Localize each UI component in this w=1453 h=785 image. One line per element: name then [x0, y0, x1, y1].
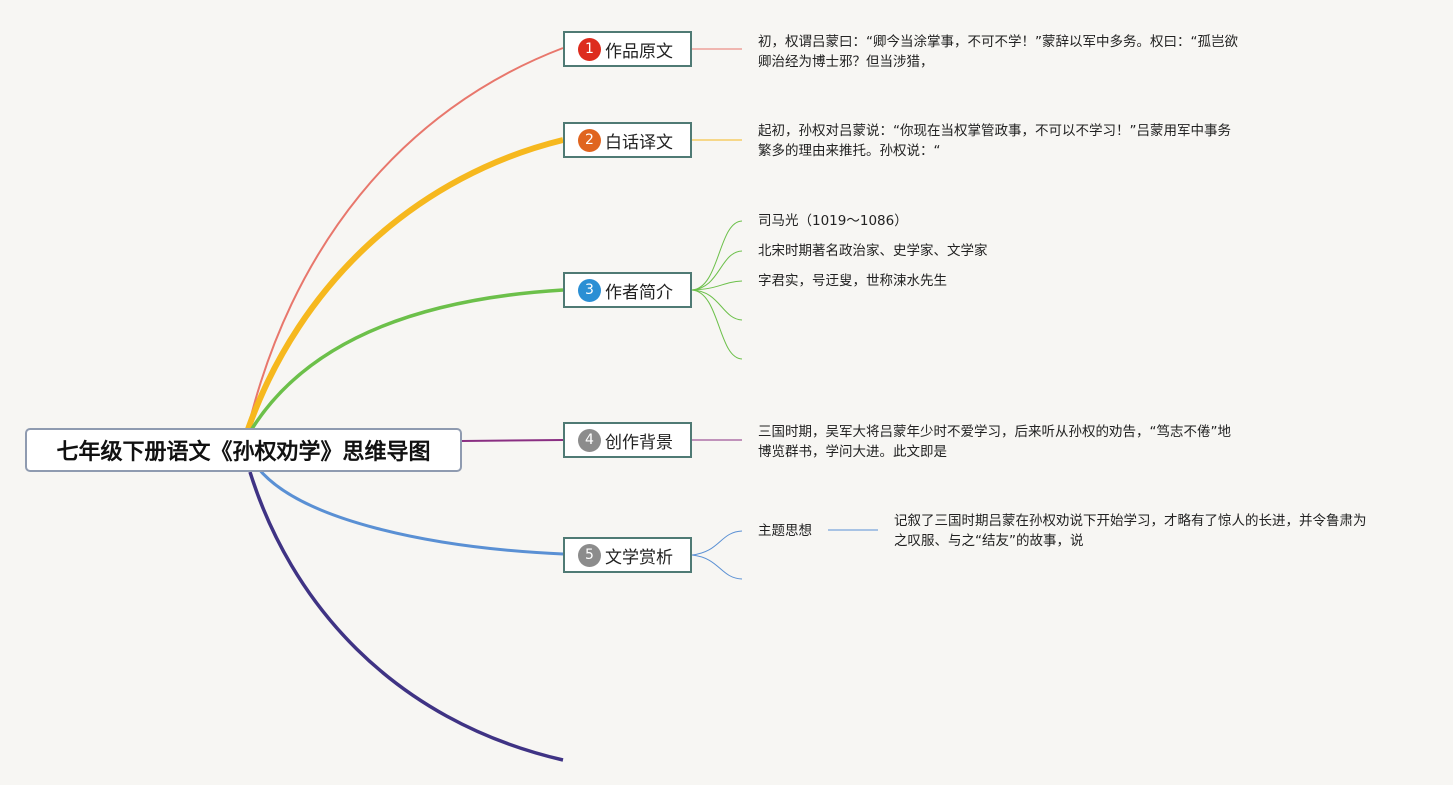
leaf-text-translation[interactable]: 起初，孙权对吕蒙说：“你现在当权掌管政事，不可以不学习！”吕蒙用军中事务 繁多的…	[758, 123, 1231, 159]
branch-topic-2[interactable]: 2 白话译文	[563, 122, 692, 158]
connector-branch-3	[248, 288, 564, 433]
branch-topic-5[interactable]: 5 文学赏析	[563, 537, 692, 573]
branch-topic-3[interactable]: 3 作者简介	[563, 272, 692, 308]
central-topic[interactable]: 七年级下册语文《孙权劝学》思维导图	[25, 428, 462, 472]
leaf-text-original[interactable]: 初，权谓吕蒙曰：“卿今当涂掌事，不可不学！”蒙辞以军中多务。权曰：“孤岂欲 卿治…	[758, 34, 1238, 70]
number-badge-5: 5	[578, 543, 601, 567]
leaf-author-title[interactable]: 北宋时期著名政治家、史学家、文学家	[758, 243, 988, 259]
leaf-connectors-3	[691, 220, 743, 360]
branch-label-5: 文学赏析	[605, 547, 673, 568]
subtopic-theme[interactable]: 主题思想	[758, 523, 812, 539]
connector-branch-6	[248, 471, 564, 762]
number-badge-3: 3	[578, 278, 601, 302]
leaf-connectors-5	[691, 529, 878, 580]
number-badge-4: 4	[578, 428, 601, 452]
leaf-author-name[interactable]: 司马光（1019～1086）	[758, 213, 908, 229]
connector-branch-2	[244, 137, 564, 433]
leaf-text-theme[interactable]: 记叙了三国时期吕蒙在孙权劝说下开始学习，才略有了惊人的长进，并令鲁肃为 之叹服、…	[894, 513, 1367, 549]
connector-branch-1	[246, 47, 564, 433]
branch-label-1: 作品原文	[605, 41, 673, 62]
leaf-text-background[interactable]: 三国时期，吴军大将吕蒙年少时不爱学习，后来听从孙权的劝告，“笃志不倦”地 博览群…	[758, 424, 1231, 460]
branch-topic-4[interactable]: 4 创作背景	[563, 422, 692, 458]
branch-label-3: 作者简介	[605, 282, 673, 303]
branch-topic-1[interactable]: 1 作品原文	[563, 31, 692, 67]
connector-branch-5	[256, 467, 564, 556]
leaf-author-courtesy-name[interactable]: 字君实，号迂叟，世称涑水先生	[758, 273, 947, 289]
branch-label-4: 创作背景	[605, 432, 673, 453]
number-badge-2: 2	[578, 128, 601, 152]
branch-label-2: 白话译文	[605, 132, 673, 153]
number-badge-1: 1	[578, 37, 601, 61]
connector-branch-4	[461, 439, 564, 442]
